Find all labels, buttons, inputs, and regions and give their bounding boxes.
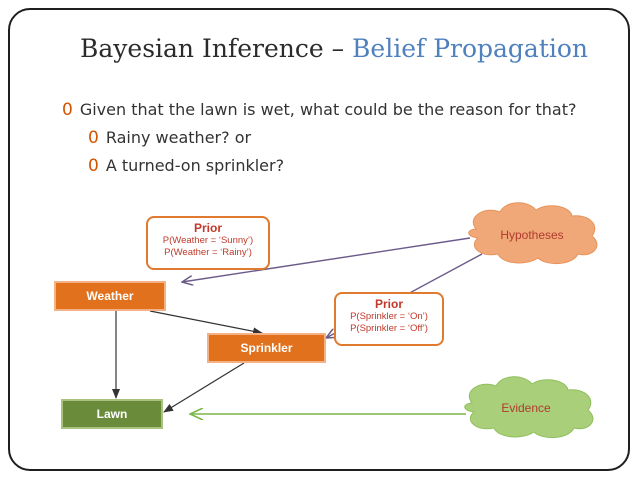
bullet-marker: 0 (62, 100, 73, 120)
prior-sprinkler-title: Prior (374, 297, 403, 311)
edge-hypotheses-weather-prior (182, 237, 471, 282)
title-main: Bayesian Inference – (80, 34, 353, 63)
title-accent: Belief Propagation (352, 34, 589, 63)
edge-weather-sprinkler (149, 310, 263, 336)
prior-sprinkler-line: P(Sprinkler = ‘Off’) (350, 323, 428, 334)
prior-weather-box: Prior P(Weather = ‘Sunny’) P(Weather = ‘… (146, 216, 270, 270)
evidence-label: Evidence (501, 401, 551, 415)
sprinkler-node: Sprinkler (207, 333, 326, 363)
hypotheses-cloud (468, 202, 598, 264)
hypotheses-label: Hypotheses (500, 228, 564, 242)
weather-node: Weather (54, 281, 166, 311)
bullet-text: A turned-on sprinkler? (105, 156, 285, 175)
prior-weather-title: Prior (193, 221, 222, 235)
lawn-node: Lawn (61, 399, 163, 429)
prior-weather-line: P(Weather = ‘Rainy’) (164, 247, 252, 258)
bullet-rainy: 0 Rainy weather? or (88, 128, 251, 148)
bullet-text: Given that the lawn is wet, what could b… (79, 100, 577, 119)
prior-sprinkler-line: P(Sprinkler = ‘On’) (350, 311, 428, 322)
prior-weather-line: P(Weather = ‘Sunny’) (162, 235, 254, 246)
bullet-question: 0 Given that the lawn is wet, what could … (62, 100, 576, 120)
edge-sprinkler-lawn (163, 362, 245, 413)
bullet-marker: 0 (88, 156, 99, 176)
evidence-cloud (464, 376, 594, 438)
bullet-text: Rainy weather? or (105, 128, 252, 147)
prior-sprinkler-box: Prior P(Sprinkler = ‘On’) P(Sprinkler = … (334, 292, 444, 346)
slide-title: Bayesian Inference – Belief Propagation (80, 34, 588, 63)
bullet-sprinkler: 0 A turned-on sprinkler? (88, 156, 284, 176)
bullet-marker: 0 (88, 128, 99, 148)
